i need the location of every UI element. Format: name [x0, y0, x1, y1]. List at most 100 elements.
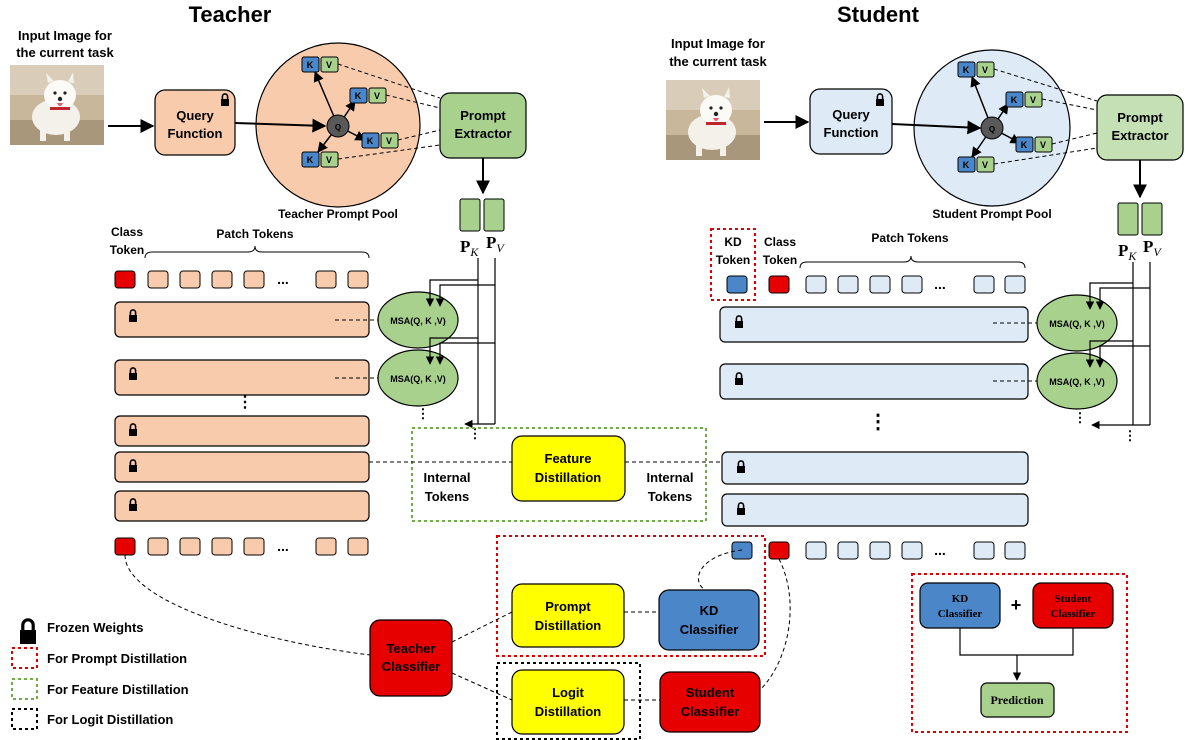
kd-token-label-1: KD	[724, 235, 742, 249]
student-pk-prompt	[1117, 202, 1139, 236]
student-kv-pair-2	[1005, 91, 1043, 108]
prompt-distillation-label-1: Prompt	[545, 599, 591, 614]
prediction-label: Prediction	[990, 693, 1043, 707]
teacher-input-label-2: the current task	[16, 45, 114, 60]
legend-prompt: For Prompt Distillation	[47, 651, 187, 666]
prediction-student-label-2: Classifier	[1051, 608, 1096, 620]
teacher-classifier	[369, 619, 453, 697]
value-label: V	[982, 160, 988, 170]
legend-feature: For Feature Distillation	[47, 682, 189, 697]
teacher-input-image	[10, 65, 104, 145]
student-kv-pair-4	[957, 156, 995, 173]
teacher-layer-3	[114, 415, 370, 447]
teacher-q-label: Q	[335, 123, 341, 132]
teacher-input-label-1: Input Image for	[18, 28, 112, 43]
student-internal-tokens-1: Internal	[647, 470, 694, 485]
value-label: V	[1040, 140, 1046, 150]
prompt-distillation-label-2: Distillation	[535, 618, 602, 633]
logit-distillation-label-2: Distillation	[535, 704, 602, 719]
plus-icon: +	[1011, 595, 1022, 615]
student-classifier	[659, 671, 761, 733]
teacher-class-token-label-1: Class	[111, 225, 143, 239]
key-label: K	[355, 91, 362, 101]
student-pk-label: PK	[1118, 241, 1137, 263]
legend-frozen: Frozen Weights	[47, 620, 144, 635]
student-input-tokens	[726, 275, 1026, 294]
prompt-distillation-box	[511, 583, 625, 648]
value-label: V	[1030, 95, 1036, 105]
key-label: K	[1011, 95, 1018, 105]
teacher-query-label-2: Function	[168, 126, 223, 141]
student-input-label-1: Input Image for	[671, 36, 765, 51]
student-layer-1	[719, 306, 1029, 343]
student-layer-3	[721, 451, 1029, 485]
kd-classifier	[658, 589, 760, 651]
feature-distillation-box	[511, 435, 626, 502]
teacher-patch-tokens-label: Patch Tokens	[216, 227, 293, 241]
student-msa-label: MSA(Q, K ,V)	[1049, 377, 1105, 387]
key-label: K	[307, 60, 314, 70]
value-label: V	[386, 136, 392, 146]
student-query-function	[809, 88, 893, 155]
teacher-pk-label: PK	[460, 237, 479, 259]
feature-distillation-region	[411, 427, 707, 522]
key-label: K	[963, 65, 970, 75]
layer-ellipsis: ⋮	[237, 394, 253, 411]
student-title: Student	[837, 2, 920, 27]
teacher-prompt-pool-label: Teacher Prompt Pool	[278, 207, 398, 221]
value-label: V	[982, 65, 988, 75]
value-label: V	[326, 155, 332, 165]
teacher-input-tokens	[114, 270, 369, 289]
prediction-box	[980, 682, 1055, 718]
value-label: V	[326, 60, 332, 70]
teacher-layer-5	[114, 490, 370, 522]
logit-distillation-region	[496, 662, 641, 740]
key-label: K	[367, 136, 374, 146]
student-input-label-2: the current task	[669, 54, 767, 69]
student-kv-pair-3	[1015, 136, 1053, 153]
legend: Frozen Weights For Prompt Distillation F…	[11, 618, 189, 730]
msa-ellipsis: ⋮	[1074, 410, 1087, 425]
student-pv-label: PV	[1143, 237, 1162, 259]
msa-ellipsis: ⋮	[417, 406, 430, 421]
student-classifier-label-2: Classifier	[681, 704, 740, 719]
student-query-node	[980, 116, 1004, 140]
kd-classifier-label-1: KD	[700, 603, 719, 618]
teacher-msa-label: MSA(Q, K ,V)	[390, 316, 446, 326]
teacher-query-label-1: Query	[176, 108, 214, 123]
teacher-msa-label: MSA(Q, K ,V)	[390, 374, 446, 384]
student-layer-4	[721, 493, 1029, 527]
teacher-output-tokens	[114, 537, 369, 556]
prediction-kd-label-1: KD	[952, 593, 969, 605]
logit-distillation-box	[511, 669, 625, 735]
msa-ellipsis: ⋮	[1124, 428, 1137, 443]
teacher-query-function	[154, 89, 236, 156]
student-prompt-pool-label: Student Prompt Pool	[932, 207, 1051, 221]
legend-logit: For Logit Distillation	[47, 712, 173, 727]
teacher-classifier-label-2: Classifier	[382, 659, 441, 674]
ellipsis: ...	[934, 276, 946, 292]
teacher-pv-prompt	[483, 198, 505, 232]
teacher-layer-1	[114, 301, 370, 338]
patch-brace	[799, 255, 1026, 269]
logit-distillation-label-1: Logit	[552, 685, 584, 700]
student-class-token-label-1: Class	[764, 235, 796, 249]
student-patch-tokens-label: Patch Tokens	[871, 231, 948, 245]
student-kv-pair-1	[957, 61, 995, 78]
prediction-student-label-1: Student	[1055, 593, 1092, 605]
teacher-layer-4	[114, 451, 370, 483]
student-class-token-label-2: Token	[763, 253, 797, 267]
student-query-label-2: Function	[824, 125, 879, 140]
teacher-query-node	[326, 114, 350, 138]
value-label: V	[374, 91, 380, 101]
teacher-classifier-label-1: Teacher	[387, 641, 436, 656]
msa-ellipsis: ⋮	[469, 426, 482, 441]
teacher-extractor-label-2: Extractor	[454, 126, 511, 141]
ellipsis: ...	[934, 542, 946, 558]
lock-icon	[18, 618, 38, 646]
prediction-student-classifier	[1032, 582, 1114, 629]
teacher-pk-prompt	[459, 198, 481, 232]
teacher-extractor-label-1: Prompt	[460, 108, 506, 123]
feature-distillation-label-2: Distillation	[535, 470, 602, 485]
student-output-tokens	[731, 541, 1026, 560]
